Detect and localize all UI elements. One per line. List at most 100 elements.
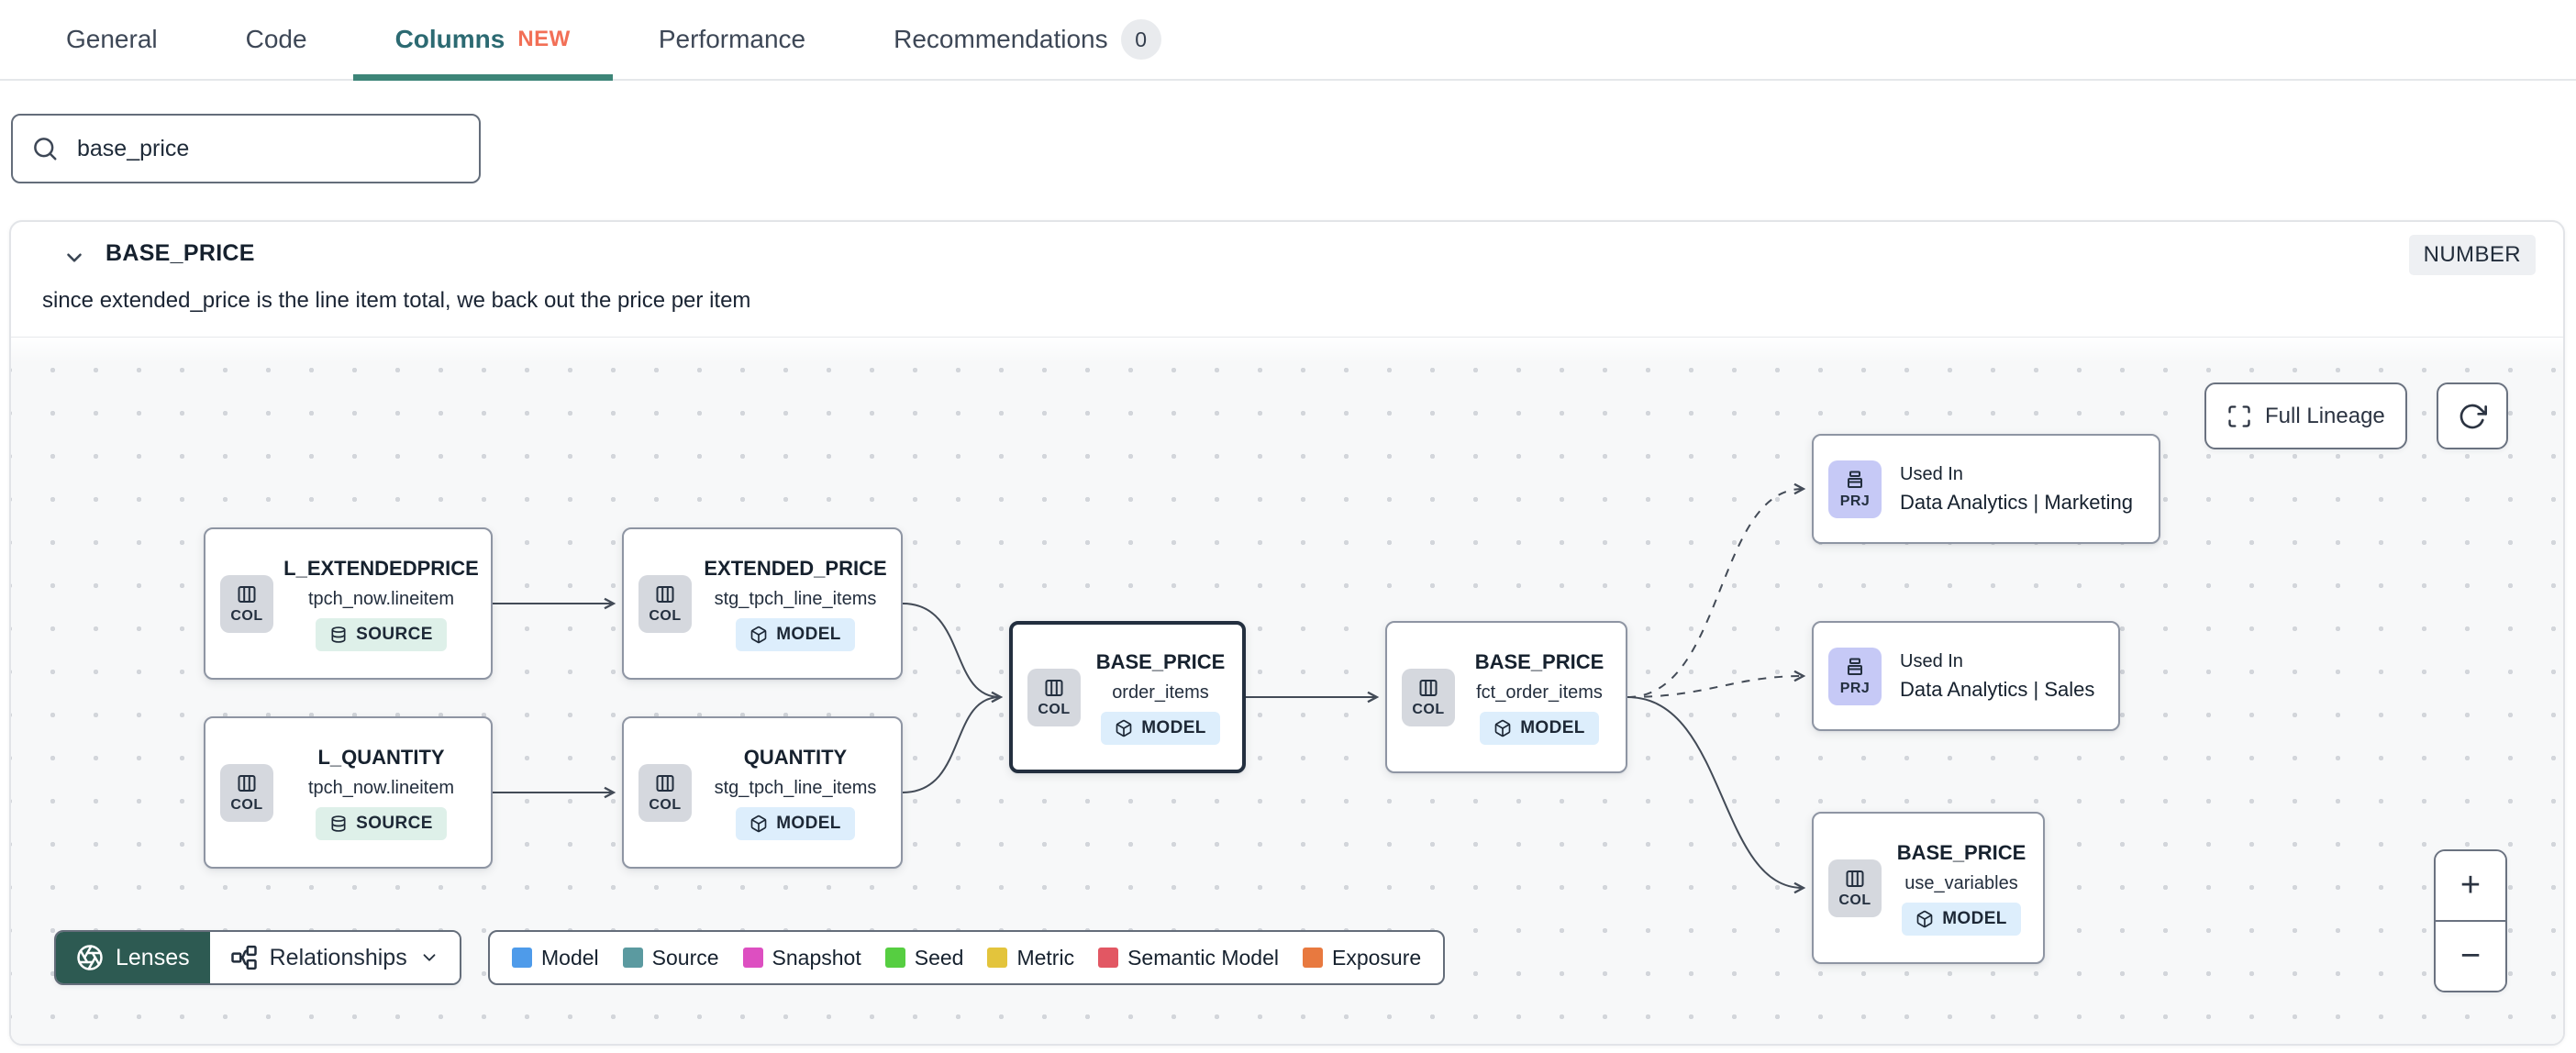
cube-icon xyxy=(1494,719,1511,737)
node-subtitle: tpch_now.lineitem xyxy=(308,777,454,798)
node-title: Data Analytics | Marketing xyxy=(1900,490,2133,514)
column-chip: COL xyxy=(220,574,273,633)
lineage-node-quantity[interactable]: COL QUANTITY stg_tpch_line_items MODEL xyxy=(622,716,903,869)
legend-item: Metric xyxy=(987,946,1074,970)
cube-icon xyxy=(750,626,767,643)
tab-label: Performance xyxy=(658,25,806,53)
search-input[interactable] xyxy=(75,134,461,163)
node-subtitle: stg_tpch_line_items xyxy=(714,588,877,609)
legend-item: Semantic Model xyxy=(1098,946,1279,970)
project-icon xyxy=(1848,658,1862,675)
aperture-icon xyxy=(77,945,103,970)
lineage-node-base-price-fct-order-items[interactable]: COL BASE_PRICE fct_order_items MODEL xyxy=(1385,621,1627,773)
columns-icon xyxy=(1419,679,1438,696)
node-subtitle: order_items xyxy=(1112,682,1209,703)
columns-icon xyxy=(238,585,256,603)
lineage-node-base-price-order-items[interactable]: COL BASE_PRICE order_items MODEL xyxy=(1009,621,1246,773)
full-lineage-button[interactable]: Full Lineage xyxy=(2204,382,2407,449)
lineage-node-l-quantity[interactable]: COL L_QUANTITY tpch_now.lineitem SOURCE xyxy=(204,716,493,869)
legend-item: Seed xyxy=(884,946,963,970)
zoom-out-button[interactable]: − xyxy=(2436,920,2505,991)
column-name: BASE_PRICE xyxy=(105,240,255,266)
node-title: Data Analytics | Sales xyxy=(1900,677,2095,701)
columns-icon xyxy=(1045,679,1063,696)
tab-label: Columns xyxy=(394,25,505,53)
lineage-node-extended-price[interactable]: COL EXTENDED_PRICE stg_tpch_line_items M… xyxy=(622,527,903,680)
lineage-canvas[interactable]: COL L_EXTENDEDPRICE tpch_now.lineitem SO… xyxy=(11,337,2563,1044)
resource-type-badge: MODEL xyxy=(1902,902,2021,936)
lineage-node-used-in-marketing[interactable]: PRJ Used In Data Analytics | Marketing xyxy=(1812,434,2160,544)
lineage-node-l-extendedprice[interactable]: COL L_EXTENDEDPRICE tpch_now.lineitem SO… xyxy=(204,527,493,680)
tab-label: Code xyxy=(245,25,307,53)
legend-item: Source xyxy=(622,946,719,970)
project-icon xyxy=(1848,471,1862,488)
tab-performance[interactable]: Performance xyxy=(659,0,805,79)
node-title: QUANTITY xyxy=(743,745,848,769)
legend-swatch xyxy=(987,948,1008,968)
tab-recommendations[interactable]: Recommendations 0 xyxy=(894,0,1161,79)
node-title: BASE_PRICE xyxy=(1896,840,2026,864)
tab-label: Recommendations xyxy=(894,25,1108,53)
column-chip: COL xyxy=(1828,859,1882,917)
node-title: BASE_PRICE xyxy=(1095,649,1226,673)
resource-type-badge: MODEL xyxy=(1101,711,1220,745)
project-chip: PRJ xyxy=(1828,460,1882,518)
lenses-button[interactable]: Lenses xyxy=(56,932,210,983)
legend-item: Snapshot xyxy=(742,946,861,970)
node-title: L_QUANTITY xyxy=(317,745,445,769)
legend-swatch xyxy=(1098,948,1119,968)
resource-type-badge: MODEL xyxy=(736,806,855,840)
resource-type-badge: SOURCE xyxy=(316,806,447,840)
column-chip: COL xyxy=(220,763,273,822)
zoom-in-button[interactable]: + xyxy=(2436,851,2505,920)
relationships-icon xyxy=(230,945,257,970)
zoom-controls: + − xyxy=(2434,849,2507,992)
cube-icon xyxy=(750,815,767,832)
chevron-down-icon xyxy=(423,954,436,961)
column-chip: COL xyxy=(638,763,692,822)
resource-type-badge: SOURCE xyxy=(316,617,447,651)
columns-icon xyxy=(656,774,674,792)
relationships-dropdown[interactable]: Relationships xyxy=(209,932,460,983)
columns-icon xyxy=(656,585,674,603)
columns-icon xyxy=(1846,870,1864,887)
tab-columns[interactable]: Columns NEW xyxy=(352,0,614,81)
data-type-badge: NUMBER xyxy=(2408,235,2536,275)
cube-icon xyxy=(1916,910,1933,927)
legend-swatch xyxy=(512,948,532,968)
recommendations-count-badge: 0 xyxy=(1120,19,1161,60)
refresh-button[interactable] xyxy=(2437,382,2508,449)
database-icon xyxy=(331,626,346,643)
legend-swatch xyxy=(1303,948,1323,968)
node-subtitle: fct_order_items xyxy=(1476,682,1603,703)
tab-bar: General Code Columns NEW Performance Rec… xyxy=(0,0,2576,81)
lineage-edges xyxy=(493,482,1806,894)
column-chip: COL xyxy=(638,574,692,633)
column-chip: COL xyxy=(1027,668,1081,726)
legend-swatch xyxy=(622,948,643,968)
project-chip: PRJ xyxy=(1828,647,1882,705)
node-subtitle: tpch_now.lineitem xyxy=(308,588,454,609)
node-subtitle: stg_tpch_line_items xyxy=(714,777,877,798)
tab-code[interactable]: Code xyxy=(246,0,307,79)
tab-general[interactable]: General xyxy=(66,0,158,79)
legend-item: Model xyxy=(512,946,599,970)
legend-swatch xyxy=(884,948,905,968)
fullscreen-icon xyxy=(2228,405,2250,427)
column-description: since extended_price is the line item to… xyxy=(42,288,751,313)
column-panel: BASE_PRICE NUMBER since extended_price i… xyxy=(9,220,2565,1046)
node-title: EXTENDED_PRICE xyxy=(704,556,887,580)
database-icon xyxy=(331,815,346,832)
collapse-chevron-down-icon[interactable] xyxy=(62,246,86,270)
search-icon xyxy=(31,135,59,162)
resource-type-badge: MODEL xyxy=(1480,711,1599,745)
lineage-node-used-in-sales[interactable]: PRJ Used In Data Analytics | Sales xyxy=(1812,621,2120,731)
refresh-icon xyxy=(2459,404,2487,428)
tab-label: General xyxy=(66,25,158,53)
legend-swatch xyxy=(742,948,763,968)
lineage-node-base-price-use-variables[interactable]: COL BASE_PRICE use_variables MODEL xyxy=(1812,812,2045,964)
resource-legend: Model Source Snapshot Seed Metric Semant… xyxy=(488,930,1446,985)
used-in-label: Used In xyxy=(1900,650,1963,671)
node-subtitle: use_variables xyxy=(1904,872,2018,893)
legend-item: Exposure xyxy=(1303,946,1421,970)
